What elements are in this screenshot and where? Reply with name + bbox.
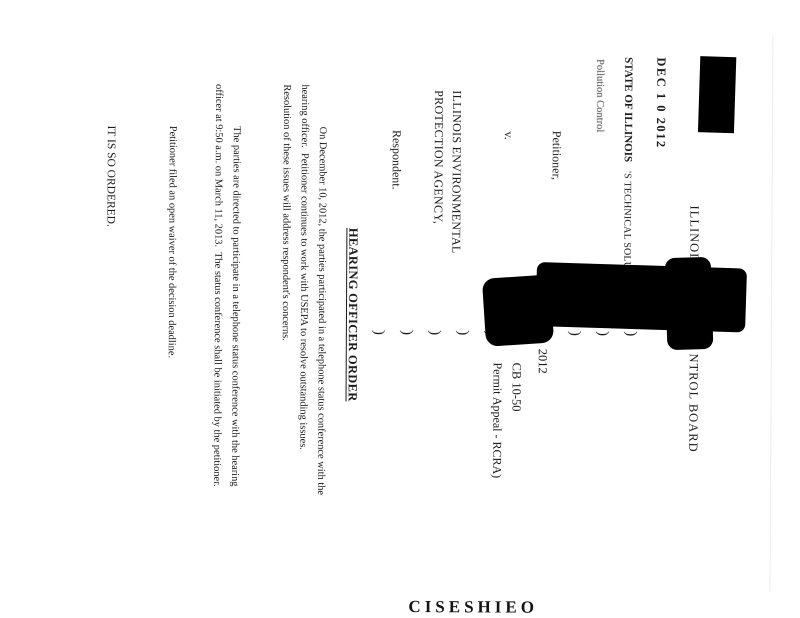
petitioner-name-fragment: 'S TECHNICAL SOLUTI: [621, 171, 633, 280]
order-paragraph-1: On December 10, 2012, the parties partic…: [275, 84, 332, 584]
redaction-blob-bulge: [664, 256, 714, 351]
body-line: On December 10, 2012, the parties partic…: [315, 126, 328, 496]
stamp-date-text: DEC 1 0 2012: [653, 57, 669, 149]
docket-number-text: CB 10-50: [509, 362, 524, 412]
caption-paren: ): [398, 329, 415, 336]
order-paragraph-2: The parties are directed to participate …: [207, 84, 246, 584]
stamp-state-text: STATE OF ILLINOIS: [621, 57, 635, 163]
stamp-board-text: Pollution Control: [593, 59, 606, 133]
caption-paren: ): [370, 329, 387, 335]
scan-artifact-line: [769, 35, 774, 592]
respondent-label: Respondent.: [389, 129, 404, 190]
respondent-name-line2: PROTECTION AGENCY,: [431, 90, 447, 225]
caption-paren: ): [594, 331, 611, 337]
respondent-name-line1: ILLINOIS ENVIRONMENTAL: [449, 90, 465, 254]
petitioner-label: Petitioner,: [549, 130, 564, 181]
order-title: HEARING OFFICER ORDER: [345, 227, 361, 402]
body-line: The parties are directed to participate …: [229, 126, 242, 487]
redaction-blob-upper: [535, 261, 748, 333]
docket-year-text: 2012: [535, 348, 550, 374]
versus-label: v.: [501, 131, 516, 140]
body-line: officer at 9:50 a.m. on March 11, 2013. …: [211, 84, 225, 487]
redaction-box-corner: [697, 56, 737, 134]
redaction-blob-lower: [481, 274, 555, 347]
docket-type-text: Permit Appeal - RCRA): [490, 362, 505, 479]
body-line: hearing officer. Petitioner continues to…: [297, 84, 311, 450]
body-line: Petitioner filed an open waiver of the d…: [165, 125, 178, 359]
caption-paren: ): [622, 331, 639, 337]
body-line: Resolution of these issues will address …: [279, 84, 293, 341]
edge-artifact-text: CISESHIEO: [408, 597, 539, 617]
caption-paren: ): [426, 330, 443, 336]
order-paragraph-3: Petitioner filed an open waiver of the d…: [161, 84, 182, 584]
caption-paren: ): [566, 330, 583, 336]
board-header-right: NTROL BOARD: [686, 353, 701, 453]
closing-text: IT IS SO ORDERED.: [104, 125, 117, 227]
caption-paren: ): [454, 330, 471, 336]
